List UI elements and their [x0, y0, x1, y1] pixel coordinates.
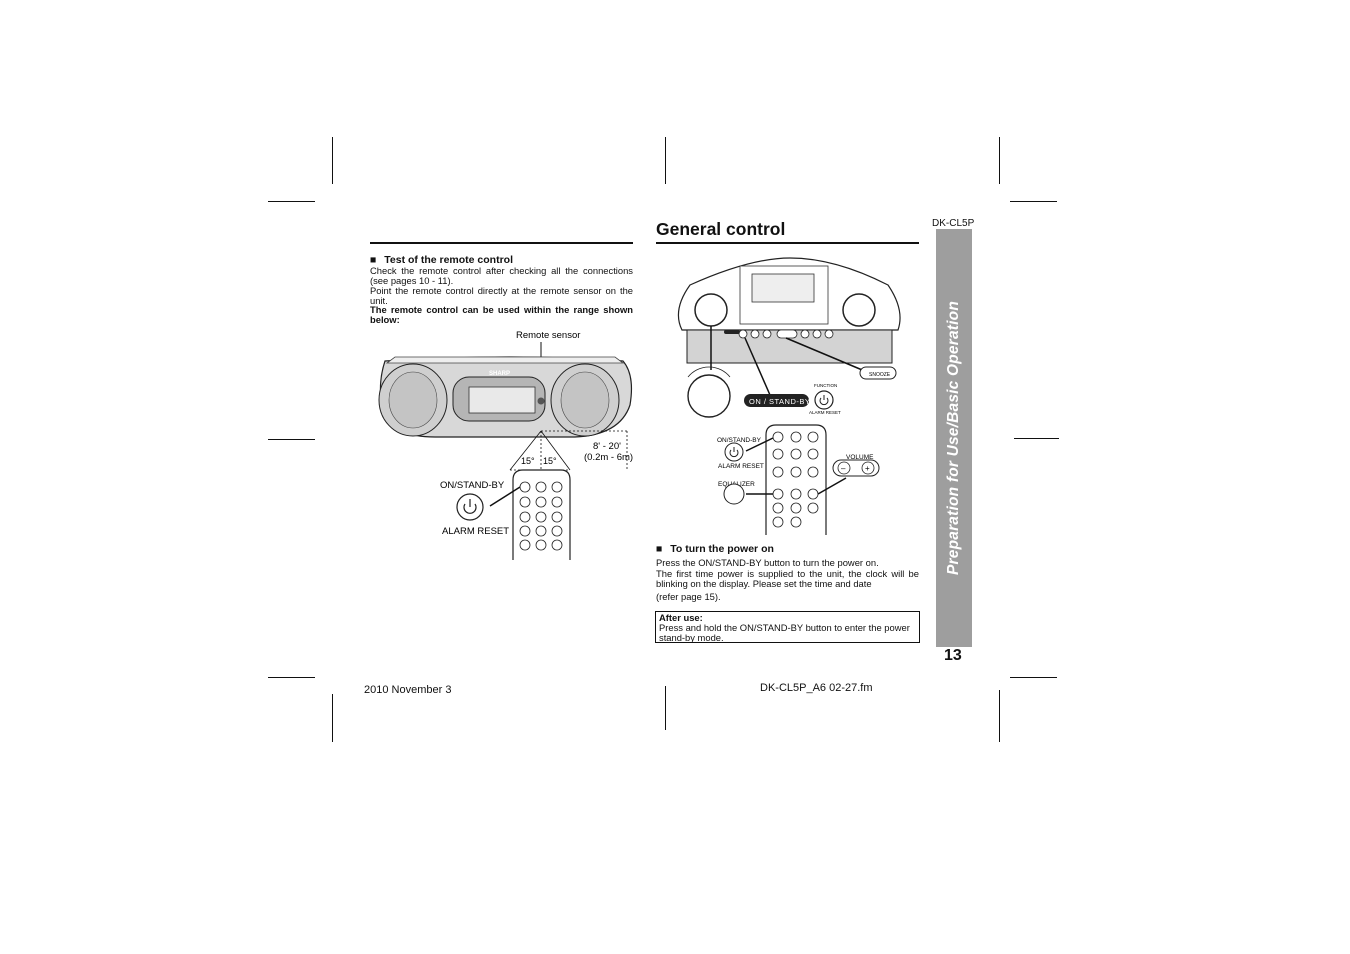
- crop-mark: [1010, 677, 1057, 678]
- title-rule: [656, 242, 919, 244]
- crop-mark: [1014, 438, 1059, 439]
- footer-date: 2010 November 3: [364, 684, 452, 696]
- crop-mark: [268, 201, 315, 202]
- section-heading: ■ To turn the power on: [656, 543, 774, 555]
- side-tab: Preparation for Use/Basic Operation: [936, 229, 972, 647]
- model-header: DK-CL5P: [932, 218, 975, 229]
- crop-mark: [665, 137, 666, 184]
- section-title: To turn the power on: [670, 543, 774, 555]
- on-standby-label: ON/STAND-BY: [440, 480, 505, 491]
- remote-on-standby-label: ON/STAND-BY: [717, 437, 762, 444]
- footer-file: DK-CL5P_A6 02-27.fm: [760, 682, 873, 694]
- crop-mark: [268, 677, 315, 678]
- page-number: 13: [944, 647, 962, 664]
- brand-label: SHARP: [489, 371, 510, 377]
- paragraph: Point the remote control directly at the…: [370, 285, 633, 306]
- alarm-reset-small-label: ALARM RESET: [809, 410, 841, 415]
- paragraph-bold: The remote control can be used within th…: [370, 304, 633, 325]
- remote-sensor-label: Remote sensor: [516, 330, 580, 341]
- paragraph: Check the remote control after checking …: [370, 265, 633, 286]
- distance-feet-label: 8' - 20': [593, 441, 621, 452]
- page-title: General control: [656, 219, 786, 239]
- section-rule: [370, 242, 633, 244]
- alarm-reset-label: ALARM RESET: [442, 526, 509, 537]
- section-heading: ■ Test of the remote control: [370, 254, 513, 266]
- crop-mark: [1010, 201, 1057, 202]
- section-marker: ■: [370, 254, 377, 266]
- paragraph: The first time power is supplied to the …: [656, 568, 919, 589]
- section-title: Test of the remote control: [384, 254, 513, 266]
- after-use-box: After use: Press and hold the ON/STAND-B…: [655, 611, 920, 643]
- snooze-label: SNOOZE: [869, 372, 891, 378]
- general-control-illustration: ON / STAND-BY FUNCTION ALARM RESET SNOOZ…: [677, 257, 901, 535]
- side-tab-label: Preparation for Use/Basic Operation: [945, 300, 962, 576]
- crop-mark: [999, 137, 1000, 184]
- crop-mark: [999, 690, 1000, 742]
- angle-left-label: 15°: [521, 456, 535, 466]
- distance-meters-label: (0.2m - 6m): [584, 452, 633, 463]
- function-label: FUNCTION: [814, 383, 837, 388]
- crop-mark: [332, 137, 333, 184]
- paragraph: (refer page 15).: [656, 591, 721, 602]
- paragraph: Press the ON/STAND-BY button to turn the…: [656, 557, 879, 568]
- remote-range-illustration: Remote sensor SHARP 15° 15° 8' - 20' (0.…: [378, 330, 633, 560]
- crop-mark: [332, 694, 333, 742]
- volume-minus-label: –: [841, 464, 846, 473]
- section-marker: ■: [656, 543, 663, 555]
- after-use-title: After use:: [659, 612, 703, 623]
- on-standby-pill-label: ON / STAND-BY: [749, 397, 810, 406]
- crop-mark: [665, 686, 666, 730]
- volume-label: VOLUME: [846, 454, 874, 461]
- after-use-text: Press and hold the ON/STAND-BY button to…: [659, 622, 910, 643]
- volume-plus-label: +: [865, 464, 870, 473]
- remote-alarm-reset-label: ALARM RESET: [718, 463, 764, 470]
- crop-mark: [268, 439, 315, 440]
- angle-right-label: 15°: [543, 456, 557, 466]
